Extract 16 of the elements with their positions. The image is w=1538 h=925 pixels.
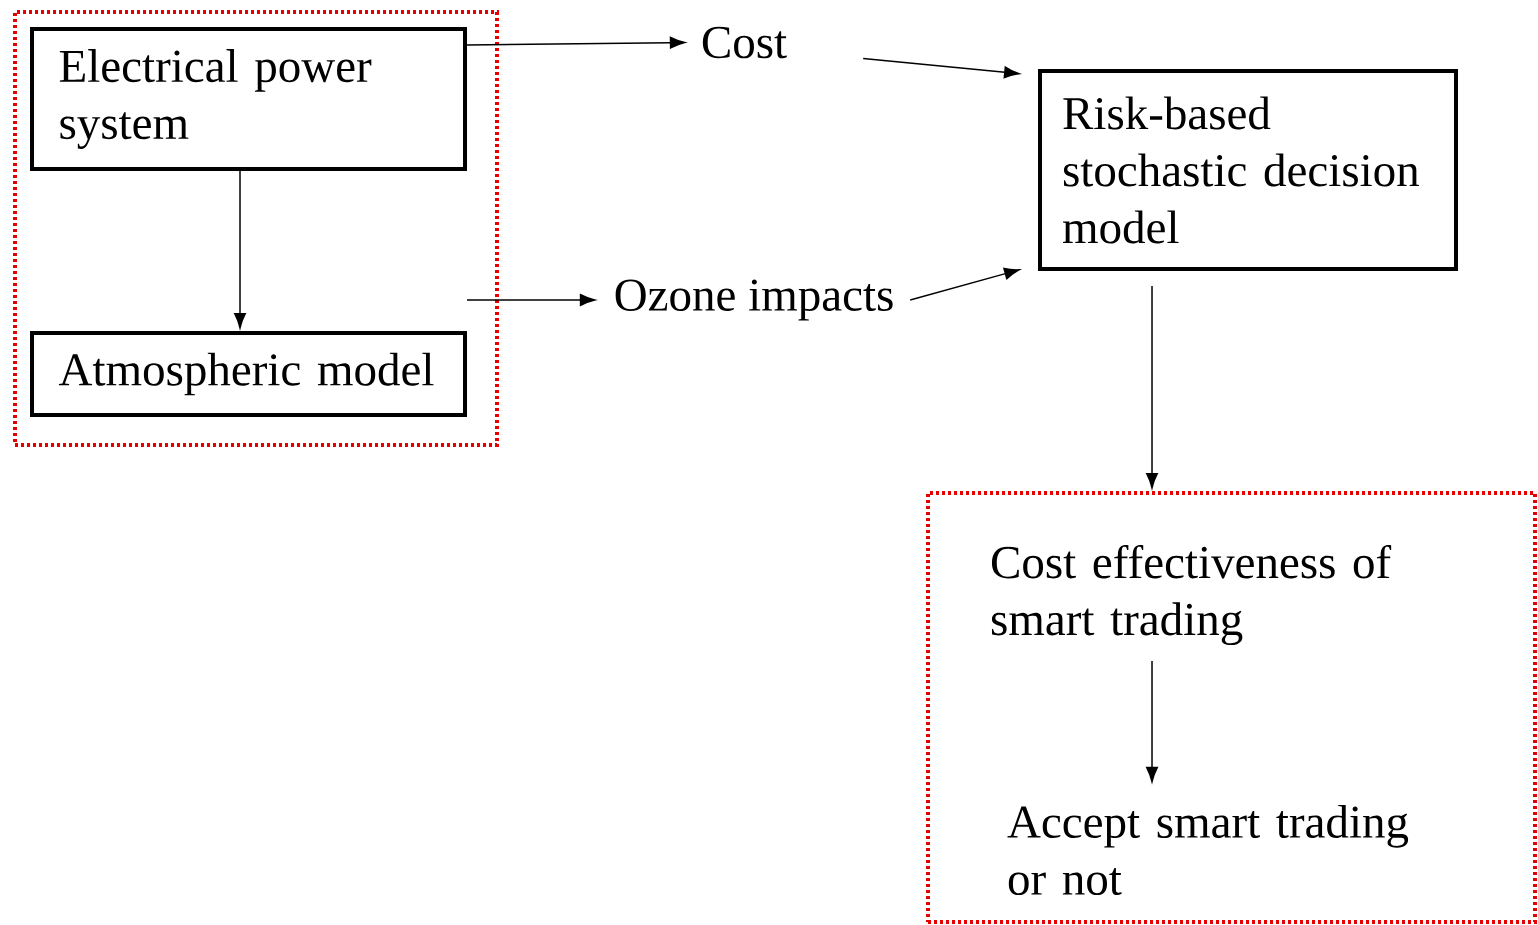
arrow bbox=[1146, 660, 1158, 783]
flow-text: Cost bbox=[702, 26, 787, 59]
arrow bbox=[1146, 285, 1158, 489]
process-box: Atmospheric model bbox=[30, 331, 467, 417]
arrow bbox=[909, 267, 1020, 301]
arrow bbox=[466, 294, 596, 306]
process-box: Risk-based stochastic decision model bbox=[1038, 69, 1458, 271]
flow-text: Accept smart trading or not bbox=[1007, 804, 1409, 896]
flow-text: Cost effectiveness of smart trading bbox=[991, 544, 1392, 646]
dotted-group-box bbox=[13, 10, 499, 447]
arrow bbox=[466, 36, 686, 49]
flow-text: Ozone impacts bbox=[615, 279, 893, 321]
dotted-group-box bbox=[926, 491, 1537, 924]
arrow bbox=[862, 57, 1020, 79]
arrow bbox=[234, 170, 246, 329]
process-box: Electrical power system bbox=[30, 27, 467, 171]
